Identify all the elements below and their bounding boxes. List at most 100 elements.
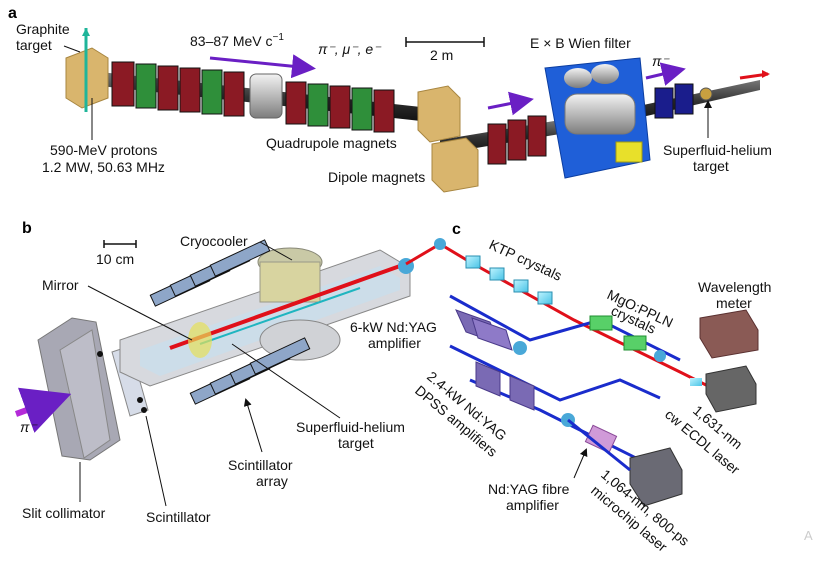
- graphite-target-label-2: target: [16, 37, 52, 53]
- ktp-crystal: [513, 279, 529, 293]
- superfluid-helium-target-a: [699, 87, 713, 101]
- mirror-c: [654, 350, 666, 362]
- pion-label-b: π⁻: [20, 419, 38, 435]
- magnet: [307, 83, 329, 127]
- scintillator-fin: [209, 239, 271, 277]
- leader-line: [145, 415, 167, 507]
- magnet: [654, 87, 674, 119]
- dipole-label: Dipole magnets: [328, 169, 425, 185]
- wien-coil: [564, 68, 592, 88]
- ndyag6-label-1: 6-kW Nd:YAG: [350, 319, 437, 335]
- graphite-target-label-1: Graphite: [16, 21, 70, 37]
- magnet: [351, 87, 373, 131]
- energy-label: 83–87 MeV c−1: [190, 32, 284, 49]
- beam-direction-arrow-1: [209, 54, 316, 79]
- scintillator-array-top: [149, 239, 271, 307]
- magnet: [527, 115, 547, 157]
- magnet: [373, 89, 395, 133]
- leader-line: [573, 448, 588, 479]
- magnet: [285, 81, 307, 125]
- panel-b-letter: b: [22, 220, 32, 237]
- ppln-crystal: [623, 335, 647, 351]
- particles-label: π⁻, μ⁻, e⁻: [318, 41, 382, 57]
- cryocooler: [259, 261, 321, 303]
- beam-direction-arrow-2: [487, 91, 534, 116]
- ndyag-6kw-amplifier-rod: [471, 317, 513, 351]
- edge-text: А: [804, 528, 813, 543]
- magnet: [487, 123, 507, 165]
- cryocooler-label: Cryocooler: [180, 233, 248, 249]
- leader-line: [231, 343, 341, 419]
- leader-line: [87, 285, 193, 341]
- scint-array-label-2: array: [256, 473, 288, 489]
- panel-c: c: [350, 221, 771, 555]
- wavelength-meter: [699, 309, 759, 359]
- scintillator-array-bottom: [189, 337, 311, 405]
- dpss-amplifier: [509, 375, 535, 411]
- leader-line: [243, 398, 263, 453]
- magnet: [223, 71, 245, 117]
- quadrupole-magnets-row2: [487, 115, 547, 165]
- fibre-label-1: Nd:YAG fibre: [488, 481, 570, 497]
- ecdl-optics: [690, 378, 702, 386]
- magnet: [111, 61, 135, 107]
- fibre-label-2: amplifier: [506, 497, 559, 513]
- wien-coil: [591, 64, 619, 84]
- dipole-magnet-1: [417, 85, 461, 143]
- pump-beam-2: [449, 344, 661, 402]
- magnet: [507, 119, 527, 161]
- magnet: [674, 83, 694, 115]
- magnet: [135, 63, 157, 109]
- wavemeter-label-2: meter: [716, 295, 752, 311]
- sfhe-label-a-2: target: [693, 158, 729, 174]
- ndyag6-label-2: amplifier: [368, 335, 421, 351]
- cooling-line: [199, 287, 361, 345]
- sfhe-label-b-2: target: [338, 435, 374, 451]
- ktp-crystal: [465, 255, 481, 269]
- dipole-magnet-2: [431, 137, 479, 193]
- leader-line: [63, 45, 81, 53]
- leader-line: [259, 241, 293, 261]
- target-cell: [188, 322, 212, 358]
- panel-a-letter: a: [8, 5, 17, 22]
- mirror-label: Mirror: [42, 277, 79, 293]
- scale-label-a: 2 m: [430, 47, 453, 63]
- sfhe-label-a-1: Superfluid-helium: [663, 142, 772, 158]
- wavemeter-label-1: Wavelength: [698, 279, 771, 295]
- pion-label-a: π⁻: [652, 53, 670, 69]
- ecdl-laser: [705, 365, 757, 413]
- wien-block: [615, 141, 643, 163]
- mirror-c: [513, 341, 527, 355]
- magnet: [179, 67, 201, 113]
- scintillator-fin: [249, 337, 311, 375]
- scintillator-bead: [141, 407, 147, 413]
- quadrupole-magnets-row1: [111, 61, 395, 133]
- protons-label-1: 590-MeV protons: [50, 142, 157, 158]
- scintillator-bead: [97, 351, 103, 357]
- fibre-amplifier: [584, 424, 618, 454]
- ppln-crystal: [589, 315, 613, 331]
- slit-collimator-face: [59, 329, 111, 459]
- pump-beam-4: [567, 418, 631, 472]
- wien-label: E × B Wien filter: [530, 35, 631, 51]
- beam-direction-arrow-3: [645, 62, 686, 86]
- ktp-crystal: [537, 291, 553, 305]
- pion-beam-arrow: [14, 387, 72, 433]
- quadrupole-label: Quadrupole magnets: [266, 135, 397, 151]
- microchip-laser: [629, 447, 683, 507]
- wien-filter-body: [564, 93, 636, 135]
- panel-a: a: [8, 5, 772, 193]
- magnet: [201, 69, 223, 115]
- scintillator-bead: [137, 397, 143, 403]
- protons-label-2: 1.2 MW, 50.63 MHz: [42, 159, 165, 175]
- panel-b: b 10 cm: [14, 220, 414, 525]
- ktp-crystal: [489, 267, 505, 281]
- dpss-amplifier: [475, 361, 501, 397]
- scale-label-b: 10 cm: [96, 251, 134, 267]
- drift-section: [249, 73, 283, 119]
- panel-c-letter: c: [452, 221, 461, 238]
- scint-array-label-1: Scintillator: [228, 457, 293, 473]
- magnet: [157, 65, 179, 111]
- scintillator-label: Scintillator: [146, 509, 211, 525]
